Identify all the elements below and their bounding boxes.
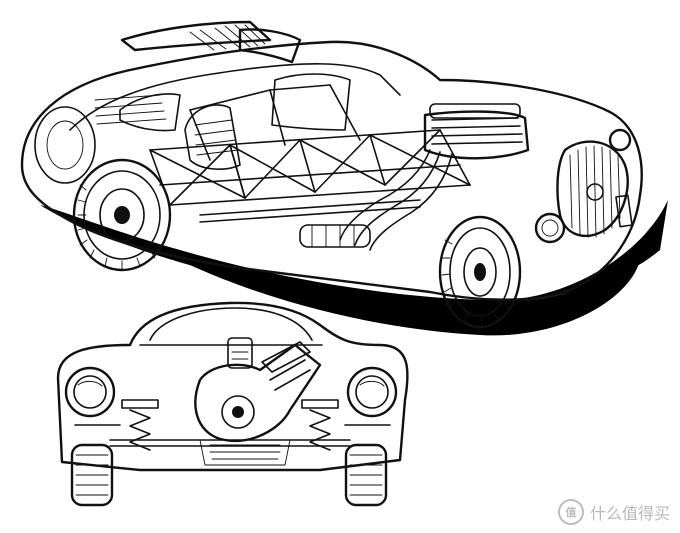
seat-hatching: [194, 119, 239, 156]
watermark: 值 什么值得买: [557, 499, 670, 525]
rear-window: [119, 93, 181, 132]
body-outline: [20, 40, 643, 301]
space-frame: [149, 84, 471, 206]
seat: [184, 104, 241, 170]
front-section-view: [56, 301, 409, 507]
headlamp-left: [534, 212, 566, 244]
exhaust-headers: [339, 149, 453, 251]
driveshaft: [199, 199, 421, 216]
intake-manifold: [429, 103, 521, 119]
muffler: [299, 224, 371, 248]
car-cutaway-view: [20, 20, 668, 336]
air-intake: [227, 337, 253, 369]
rear-wheel: [72, 158, 172, 272]
ground-shadow: [40, 200, 668, 306]
oil-pan: [199, 439, 291, 466]
section-headlamp-right: [346, 366, 398, 418]
spare-wheel: [34, 106, 96, 184]
section-engine: [194, 337, 322, 443]
suspension-right: [301, 399, 339, 451]
suspension-left: [121, 399, 159, 451]
watermark-logo-icon: 值: [557, 499, 584, 525]
door-hatching: [189, 24, 266, 51]
front-plate: [615, 194, 633, 228]
fuel-tank: [94, 94, 167, 125]
roofline: [69, 63, 401, 131]
gullwing-door-right: [238, 28, 302, 64]
section-cabin: [149, 307, 313, 341]
grille-emblem: [586, 183, 604, 201]
engine-block: [423, 103, 530, 160]
front-grille: [556, 140, 629, 238]
front-wheel: [438, 215, 522, 329]
ground-shadow-2: [150, 245, 640, 336]
section-tire-left: [70, 443, 114, 507]
section-body-outline: [56, 301, 409, 472]
side-window: [271, 73, 351, 131]
watermark-text: 什么值得买: [589, 504, 670, 523]
crankshaft-pulley: [221, 395, 255, 429]
headlamp-right: [608, 128, 632, 152]
section-headlamp-left: [64, 366, 116, 418]
gullwing-door-left: [120, 20, 272, 52]
section-tire-right: [344, 443, 388, 507]
